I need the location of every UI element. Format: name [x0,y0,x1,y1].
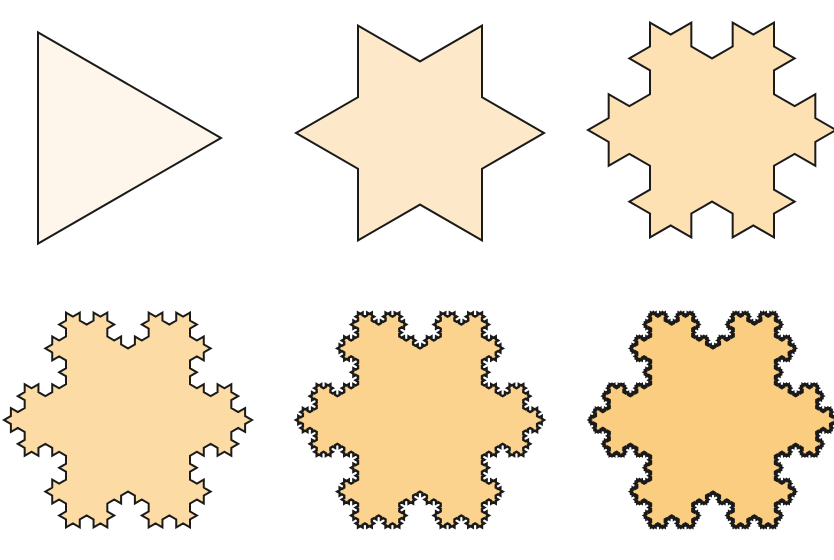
koch-shape-iteration-5 [589,313,834,528]
panel-iteration-4 [296,313,544,528]
panel-iteration-2 [588,23,834,238]
panel-iteration-5 [589,313,834,528]
koch-shape-iteration-1 [296,26,544,241]
panel-iteration-0 [38,32,221,243]
panel-iteration-3 [4,313,252,528]
panel-iteration-1 [296,26,544,241]
koch-shape-iteration-0 [38,32,221,243]
koch-shape-iteration-3 [4,313,252,528]
koch-shape-iteration-4 [296,313,544,528]
koch-shape-iteration-2 [588,23,834,238]
